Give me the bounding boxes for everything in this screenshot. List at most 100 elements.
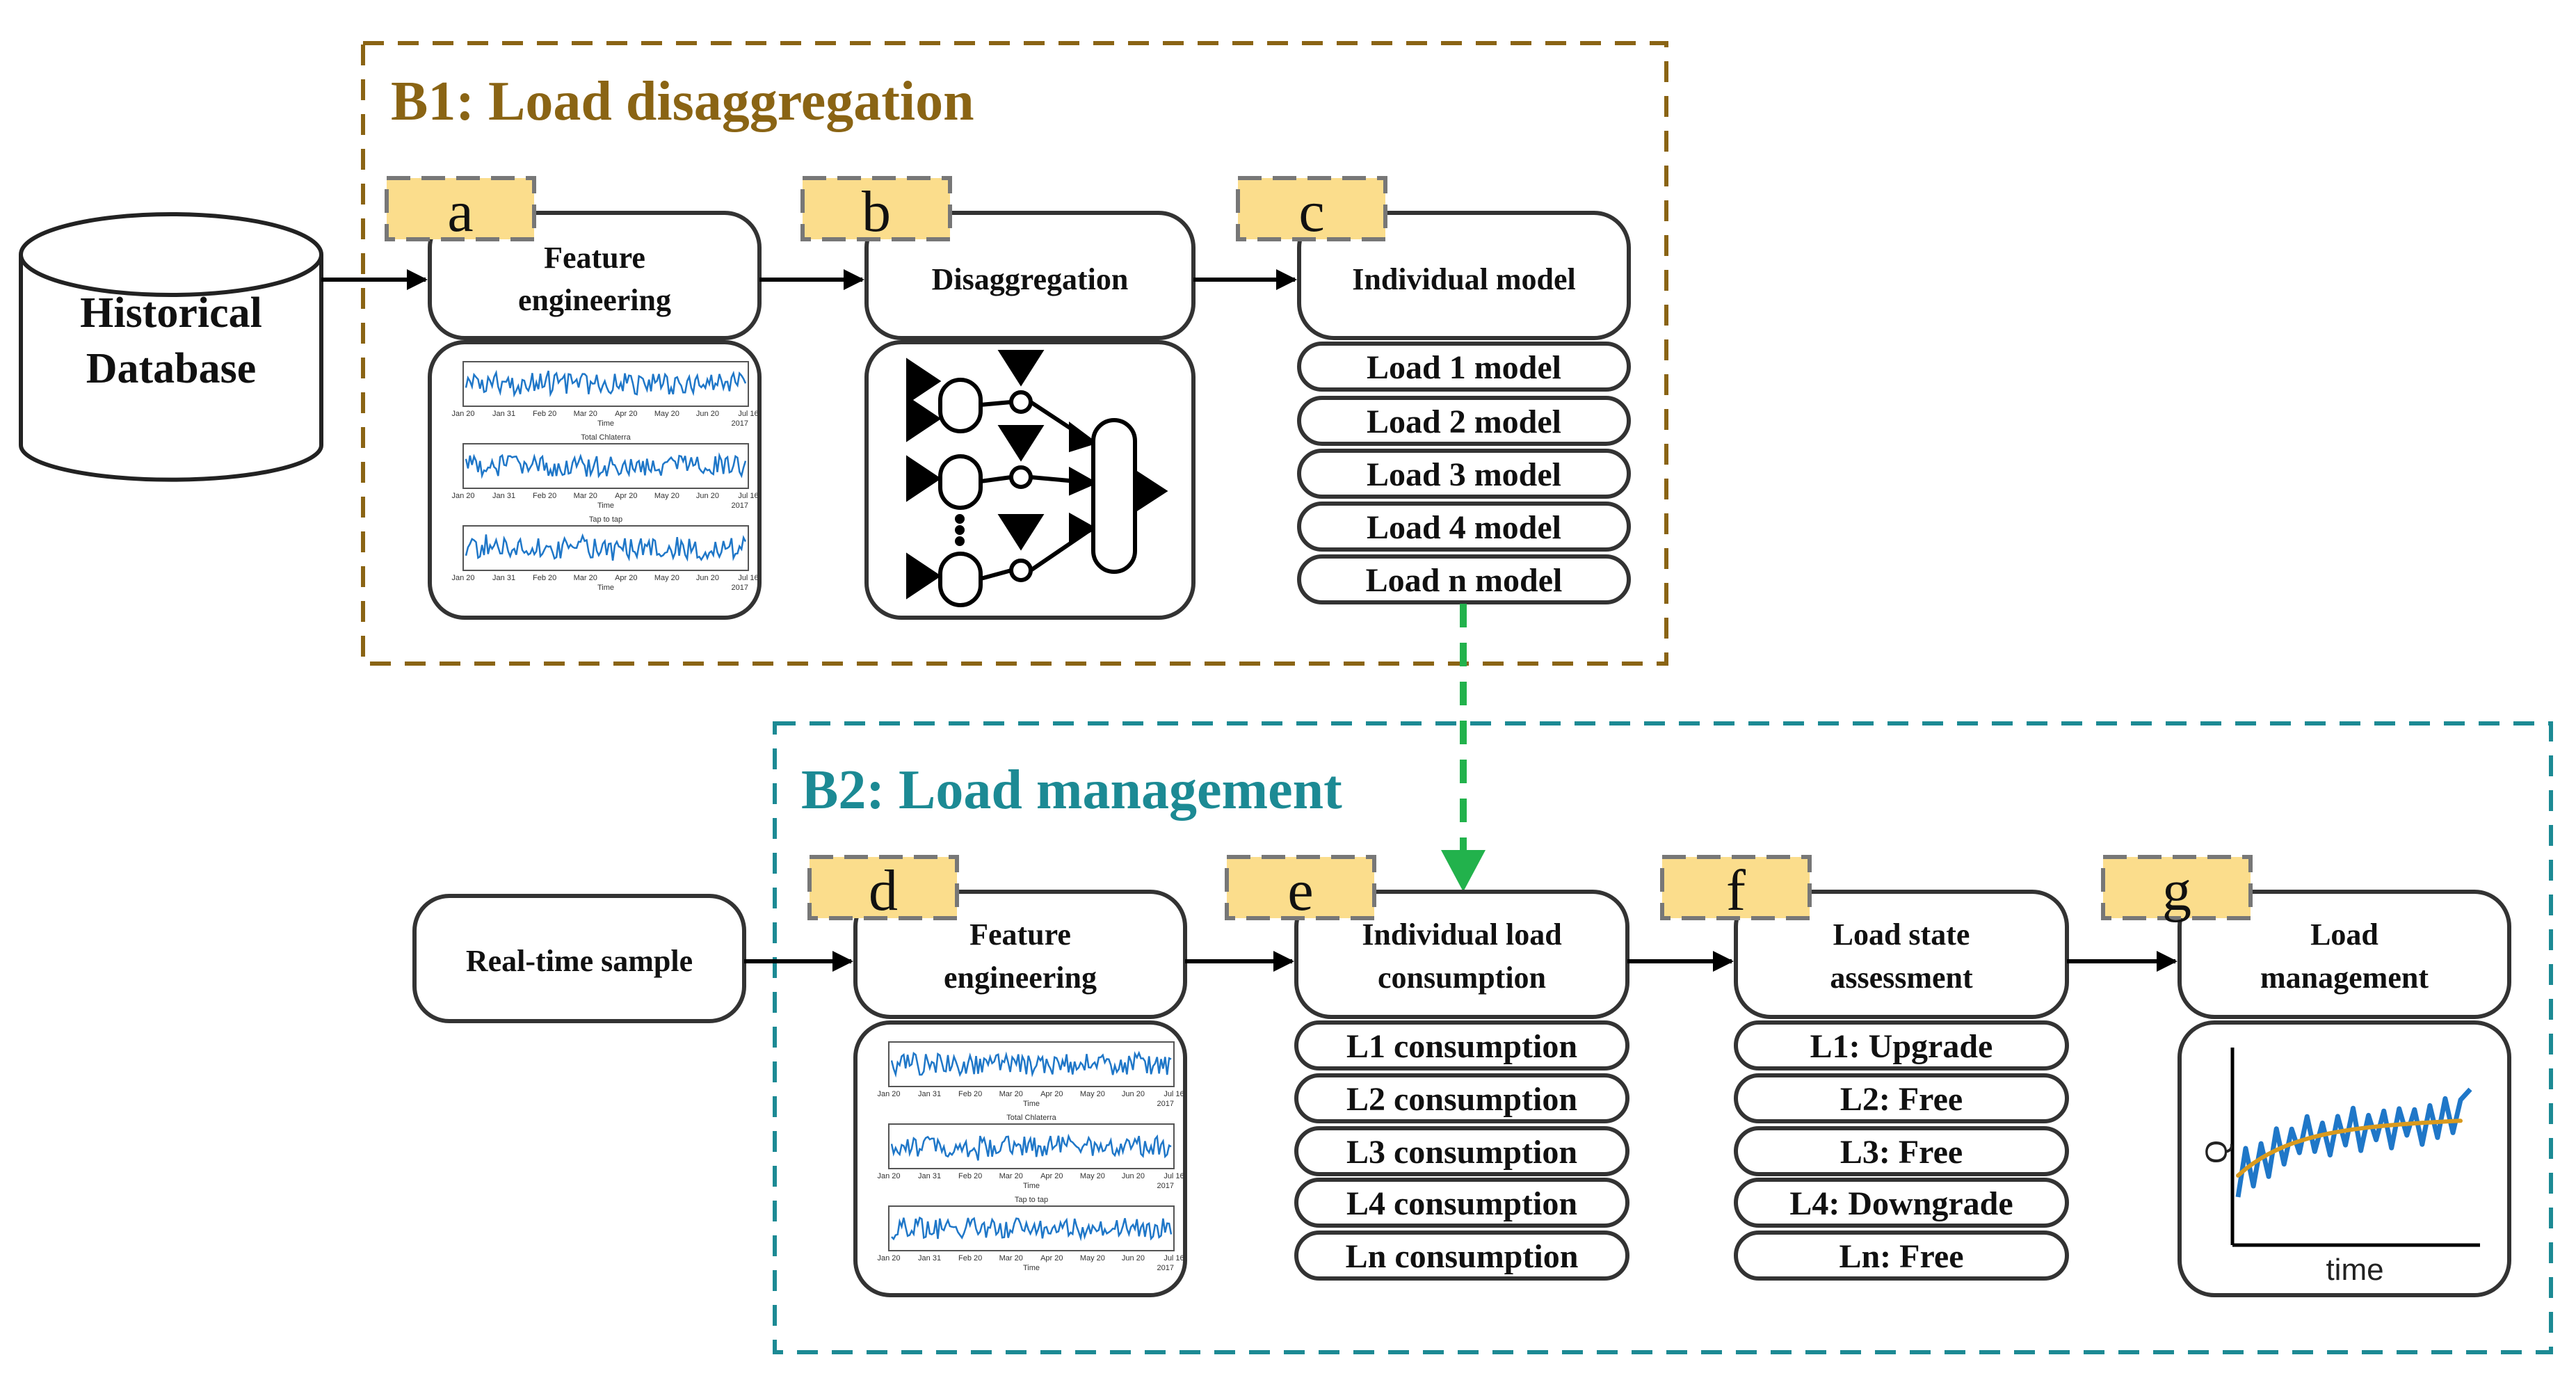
mini-chart-tick-label: Feb 20	[958, 1172, 982, 1180]
mini-chart-year: 2017	[732, 419, 748, 428]
load-model-label: Load n model	[1366, 562, 1563, 599]
mini-chart-xlabel: Time	[597, 419, 614, 428]
b2-feature-label-line1: Feature	[969, 917, 1071, 952]
mini-chart-panel	[462, 443, 749, 489]
neural-network-icon	[906, 350, 1168, 607]
mini-chart-tick-label: May 20	[654, 574, 679, 582]
consumption-item-label: L2 consumption	[1346, 1081, 1577, 1118]
load-management-box	[2177, 890, 2511, 1019]
state-item	[1734, 1020, 2069, 1071]
consumption-item-label: L3 consumption	[1346, 1134, 1577, 1171]
tag-b-label: b	[862, 179, 891, 244]
mini-chart-xlabel: Time	[1023, 1100, 1040, 1108]
mini-chart-tick-label: Mar 20	[574, 492, 597, 500]
load-state-assessment-box	[1734, 890, 2069, 1019]
database-label-line1: Historical	[80, 289, 262, 337]
tag-e	[1225, 855, 1376, 920]
database-label-line2: Database	[86, 345, 257, 392]
mini-chart-tick-label: May 20	[1080, 1090, 1105, 1098]
load-model-item	[1297, 502, 1631, 552]
consumption-label-line2: consumption	[1378, 961, 1546, 995]
mini-chart-tick-label: Jan 31	[918, 1172, 941, 1180]
mini-chart-tick-label: Jul 16	[1164, 1090, 1184, 1098]
mini-chart-title: Tap to tap	[1015, 1196, 1048, 1204]
consumption-item	[1294, 1020, 1629, 1071]
mini-chart-signal	[891, 1216, 1173, 1242]
mini-chart-tick-label: Jun 20	[696, 574, 719, 582]
management-plot-box	[2177, 1020, 2511, 1297]
load-model-label: Load 4 model	[1367, 509, 1561, 546]
mini-chart-tick-label: Jun 20	[696, 410, 719, 418]
mini-chart-xlabel: Time	[597, 502, 614, 510]
b1-section-title: B1: Load disaggregation	[391, 71, 974, 132]
mini-chart-tick-label: Jul 16	[738, 492, 758, 500]
b2-mini-charts: Jan 20 Jan 31 Feb 20 Mar 20 Apr 20 May 20 Jun …	[877, 1041, 1184, 1272]
mini-chart-year: 2017	[1157, 1264, 1174, 1272]
historical-database: Historical Database	[19, 212, 323, 482]
mini-chart-tick-label: Apr 20	[1040, 1090, 1063, 1098]
b2-feature-label-line2: engineering	[944, 961, 1097, 995]
tag-g	[2101, 855, 2253, 920]
mini-chart-tick-label: Feb 20	[958, 1254, 982, 1262]
state-item-label: L4: Downgrade	[1789, 1185, 2013, 1222]
mini-chart-tick-label: Feb 20	[533, 410, 556, 418]
mini-chart-tick-label: Jan 20	[451, 410, 474, 418]
plot-signal-line	[2235, 1087, 2472, 1198]
state-item	[1734, 1230, 2069, 1281]
state-label-line1: Load state	[1833, 917, 1970, 952]
consumption-item	[1294, 1073, 1629, 1123]
consumption-item	[1294, 1178, 1629, 1228]
b1-section-border	[361, 41, 1668, 666]
mini-chart-tick-label: Jul 16	[1164, 1254, 1184, 1262]
mini-chart-tick-label: May 20	[654, 492, 679, 500]
consumption-item-label: L4 consumption	[1346, 1185, 1577, 1222]
mini-chart-tick-label: Jul 16	[738, 410, 758, 418]
plot-x-label: time	[2326, 1253, 2383, 1287]
mini-chart-tick-label: Feb 20	[533, 492, 556, 500]
mini-chart-tick-label: Apr 20	[615, 492, 637, 500]
load-model-label: Load 2 model	[1367, 403, 1561, 440]
mini-chart-tick-label: Jan 20	[877, 1254, 900, 1262]
state-label-line2: assessment	[1830, 961, 1973, 995]
tag-c-label: c	[1298, 179, 1324, 244]
mini-chart-signal	[890, 1133, 1172, 1161]
consumption-item	[1294, 1230, 1629, 1281]
mini-chart-signal	[465, 452, 747, 479]
load-model-label: Load 3 model	[1367, 456, 1561, 493]
mini-chart-tick-label: Jan 31	[918, 1090, 941, 1098]
mini-chart-year: 2017	[1157, 1182, 1174, 1190]
individual-model-box	[1297, 211, 1631, 340]
mini-chart-year: 2017	[1157, 1100, 1174, 1108]
mini-chart-tick-label: Mar 20	[999, 1254, 1023, 1262]
mini-chart-title: Tap to tap	[589, 515, 622, 524]
mini-chart-tick-label: Jun 20	[1122, 1172, 1145, 1180]
disaggregation-label: Disaggregation	[932, 262, 1129, 296]
consumption-list: L1 consumption L2 consumption L3 consump…	[1294, 1020, 1629, 1281]
mini-chart-tick-label: Mar 20	[999, 1172, 1023, 1180]
tag-c	[1236, 176, 1387, 241]
mini-chart-tick-label: Feb 20	[958, 1090, 982, 1098]
tag-f-label: f	[1726, 858, 1746, 923]
tag-a-label: a	[447, 179, 473, 244]
mini-chart-year: 2017	[732, 502, 748, 510]
consumption-item-label: L1 consumption	[1346, 1028, 1577, 1065]
tag-g-label: g	[2162, 858, 2191, 923]
mini-chart-title: Total Chlaterra	[1006, 1114, 1056, 1122]
real-time-sample-box	[412, 894, 746, 1023]
mini-chart-tick-label: Jan 31	[492, 492, 515, 500]
mini-chart-tick-label: Apr 20	[1040, 1172, 1063, 1180]
plot-y-label: Q	[2200, 1140, 2234, 1164]
individual-model-label: Individual model	[1352, 262, 1576, 296]
mini-chart-signal	[465, 369, 747, 398]
mini-chart-tick-label: Apr 20	[1040, 1254, 1063, 1262]
mini-chart-tick-label: Jan 20	[877, 1172, 900, 1180]
mini-chart-year: 2017	[732, 584, 748, 592]
tag-d-label: d	[869, 858, 898, 923]
mini-chart-tick-label: Jan 31	[918, 1254, 941, 1262]
consumption-item	[1294, 1126, 1629, 1176]
mini-chart-tick-label: Jun 20	[1122, 1254, 1145, 1262]
b1-feature-engineering-box	[428, 211, 762, 340]
management-label-line1: Load	[2310, 917, 2378, 952]
b1-mini-charts: Jan 20 Jan 31 Feb 20 Mar 20 Apr 20 May 20 Jun …	[451, 361, 759, 592]
